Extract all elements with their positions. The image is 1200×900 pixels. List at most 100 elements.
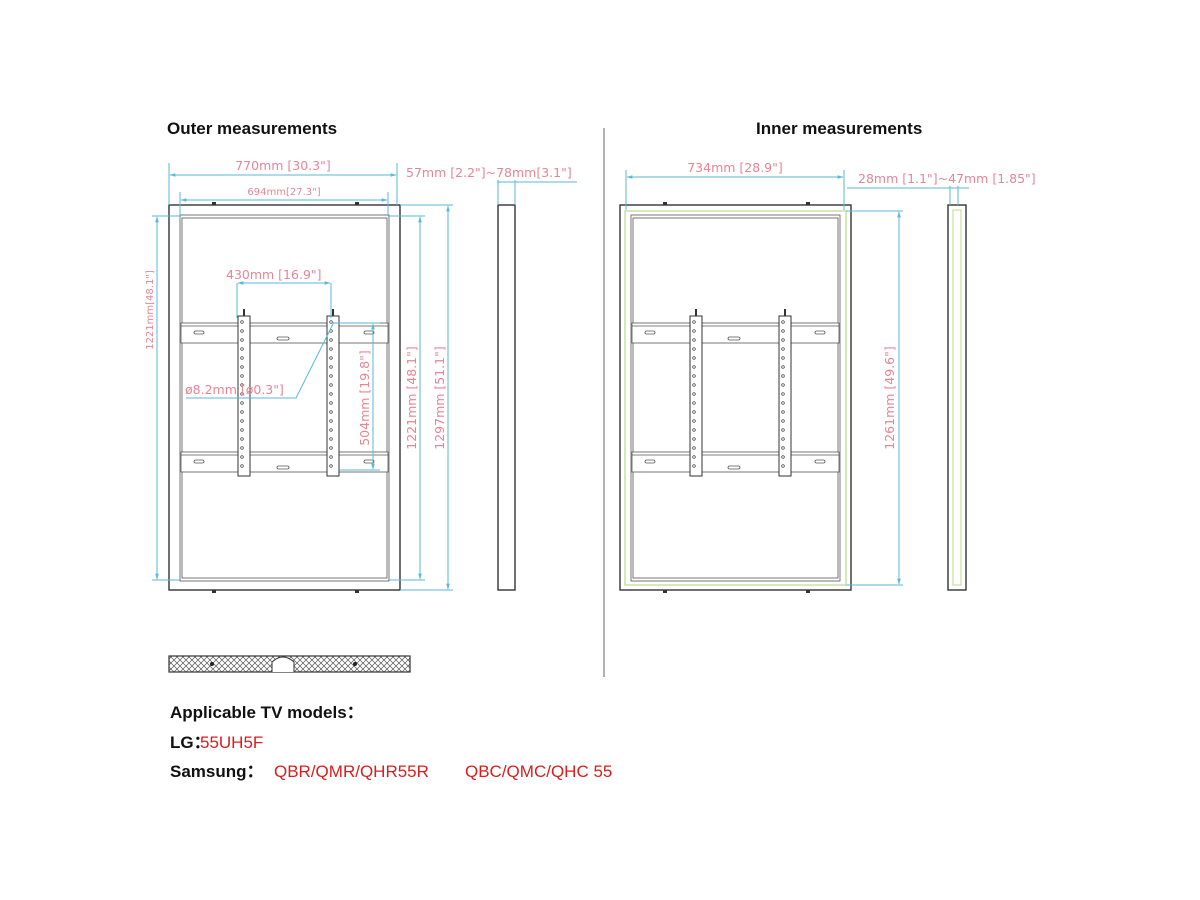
bracket-hole bbox=[781, 329, 785, 333]
bracket-hole bbox=[329, 464, 333, 468]
hole-diameter-label: ø8.2mm [ø0.3"] bbox=[185, 382, 284, 397]
bracket-hole bbox=[692, 464, 696, 468]
bracket-hole bbox=[329, 338, 333, 342]
bracket-hole bbox=[692, 356, 696, 360]
bracket-hole bbox=[240, 410, 244, 414]
samsung-label: Samsung： bbox=[170, 762, 264, 781]
bracket-hole bbox=[692, 374, 696, 378]
rail-slot bbox=[814, 330, 826, 335]
outer-left-height-label: 1221mm[48.1"] bbox=[145, 270, 156, 350]
outer-dimensions: 770mm [30.3"] 694mm[27.3"] 57mm [2.2"]~7… bbox=[145, 158, 577, 591]
outer-inner-width-label: 694mm[27.3"] bbox=[247, 187, 320, 198]
bracket-hole bbox=[240, 419, 244, 423]
rail-slot bbox=[644, 330, 656, 335]
bracket-hole bbox=[781, 383, 785, 387]
bracket-hole bbox=[781, 401, 785, 405]
bracket-hole bbox=[240, 374, 244, 378]
bracket-hole bbox=[781, 347, 785, 351]
bracket-hole bbox=[240, 365, 244, 369]
bracket-hole bbox=[240, 437, 244, 441]
inner-outline bbox=[624, 210, 847, 586]
bracket-hole bbox=[240, 464, 244, 468]
bracket-hole bbox=[781, 338, 785, 342]
bracket-hole bbox=[329, 410, 333, 414]
bracket-hole bbox=[781, 410, 785, 414]
models-heading: Applicable TV models： bbox=[170, 703, 364, 722]
inner-height-label: 1261mm [49.6"] bbox=[882, 346, 897, 449]
bracket-hole bbox=[692, 383, 696, 387]
frame-tab bbox=[663, 202, 667, 205]
bracket-hole bbox=[692, 401, 696, 405]
base-plate-view bbox=[168, 655, 411, 673]
bracket-hole bbox=[240, 383, 244, 387]
bracket-hole bbox=[781, 446, 785, 450]
vesa-height-label: 504mm [19.8"] bbox=[357, 350, 372, 446]
opening-outer bbox=[630, 214, 841, 582]
bracket-hole bbox=[781, 437, 785, 441]
bracket-hole bbox=[692, 446, 696, 450]
applicable-models: Applicable TV models： LG： 55UH5F Samsung… bbox=[170, 703, 612, 781]
frame-tab bbox=[663, 590, 667, 593]
bracket-hole bbox=[329, 455, 333, 459]
lg-label: LG： bbox=[170, 733, 211, 752]
bracket-hole bbox=[692, 455, 696, 459]
rail-slot bbox=[193, 459, 205, 464]
bracket-hole bbox=[692, 410, 696, 414]
outer-right-height-label: 1221mm [48.1"] bbox=[404, 346, 419, 449]
bracket-hole bbox=[692, 347, 696, 351]
bracket-hole bbox=[240, 356, 244, 360]
samsung-models-1: QBR/QMR/QHR55R bbox=[274, 762, 429, 781]
frame-tab bbox=[806, 202, 810, 205]
outer-overall-height-label: 1297mm [51.1"] bbox=[432, 346, 447, 449]
bracket-hole bbox=[781, 428, 785, 432]
bracket-hole bbox=[240, 401, 244, 405]
bracket-hole bbox=[329, 383, 333, 387]
inner-dimensions: 734mm [28.9"] 28mm [1.1"]~47mm [1.85"] 1… bbox=[625, 160, 1036, 586]
outer-width-label: 770mm [30.3"] bbox=[235, 158, 331, 173]
bracket-hole bbox=[692, 437, 696, 441]
bracket-hole bbox=[329, 428, 333, 432]
bracket-hole bbox=[692, 419, 696, 423]
bracket-hole bbox=[781, 320, 785, 324]
bracket-hole bbox=[240, 347, 244, 351]
frame-tab bbox=[212, 590, 216, 593]
frame-tab bbox=[355, 202, 359, 205]
bracket-hole bbox=[240, 329, 244, 333]
bracket-hole bbox=[692, 338, 696, 342]
bracket-hole bbox=[781, 464, 785, 468]
bracket-hole bbox=[329, 356, 333, 360]
bracket-hole bbox=[781, 356, 785, 360]
bracket-hole bbox=[240, 392, 244, 396]
inner-depth-label: 28mm [1.1"]~47mm [1.85"] bbox=[858, 171, 1036, 186]
inner-front-view bbox=[619, 202, 852, 593]
lg-models: 55UH5F bbox=[200, 733, 263, 752]
vesa-bracket bbox=[326, 315, 340, 477]
opening-inner bbox=[632, 217, 839, 579]
inner-measurements-title: Inner measurements bbox=[756, 119, 922, 138]
bracket-hole bbox=[329, 365, 333, 369]
bracket-hole bbox=[692, 392, 696, 396]
bracket-hole bbox=[781, 392, 785, 396]
vesa-bracket bbox=[778, 315, 792, 477]
bracket-hole bbox=[781, 455, 785, 459]
opening-outer bbox=[179, 214, 390, 582]
rail-slot bbox=[276, 465, 290, 470]
bracket-hole bbox=[329, 374, 333, 378]
vesa-width-label: 430mm [16.9"] bbox=[226, 267, 322, 282]
vesa-bracket bbox=[689, 315, 703, 477]
frame-outline bbox=[168, 204, 401, 591]
rail-slot bbox=[276, 336, 290, 341]
bracket-hole bbox=[692, 428, 696, 432]
bracket-hole bbox=[329, 419, 333, 423]
outer-depth-label: 57mm [2.2"]~78mm[3.1"] bbox=[406, 165, 572, 180]
frame-tab bbox=[806, 590, 810, 593]
inner-width-label: 734mm [28.9"] bbox=[687, 160, 783, 175]
bracket-hole bbox=[329, 437, 333, 441]
bracket-hole bbox=[240, 428, 244, 432]
frame-tab bbox=[212, 202, 216, 205]
bracket-hole bbox=[692, 365, 696, 369]
frame-tab bbox=[355, 590, 359, 593]
inner-side-view bbox=[947, 204, 967, 591]
bracket-hole bbox=[781, 365, 785, 369]
